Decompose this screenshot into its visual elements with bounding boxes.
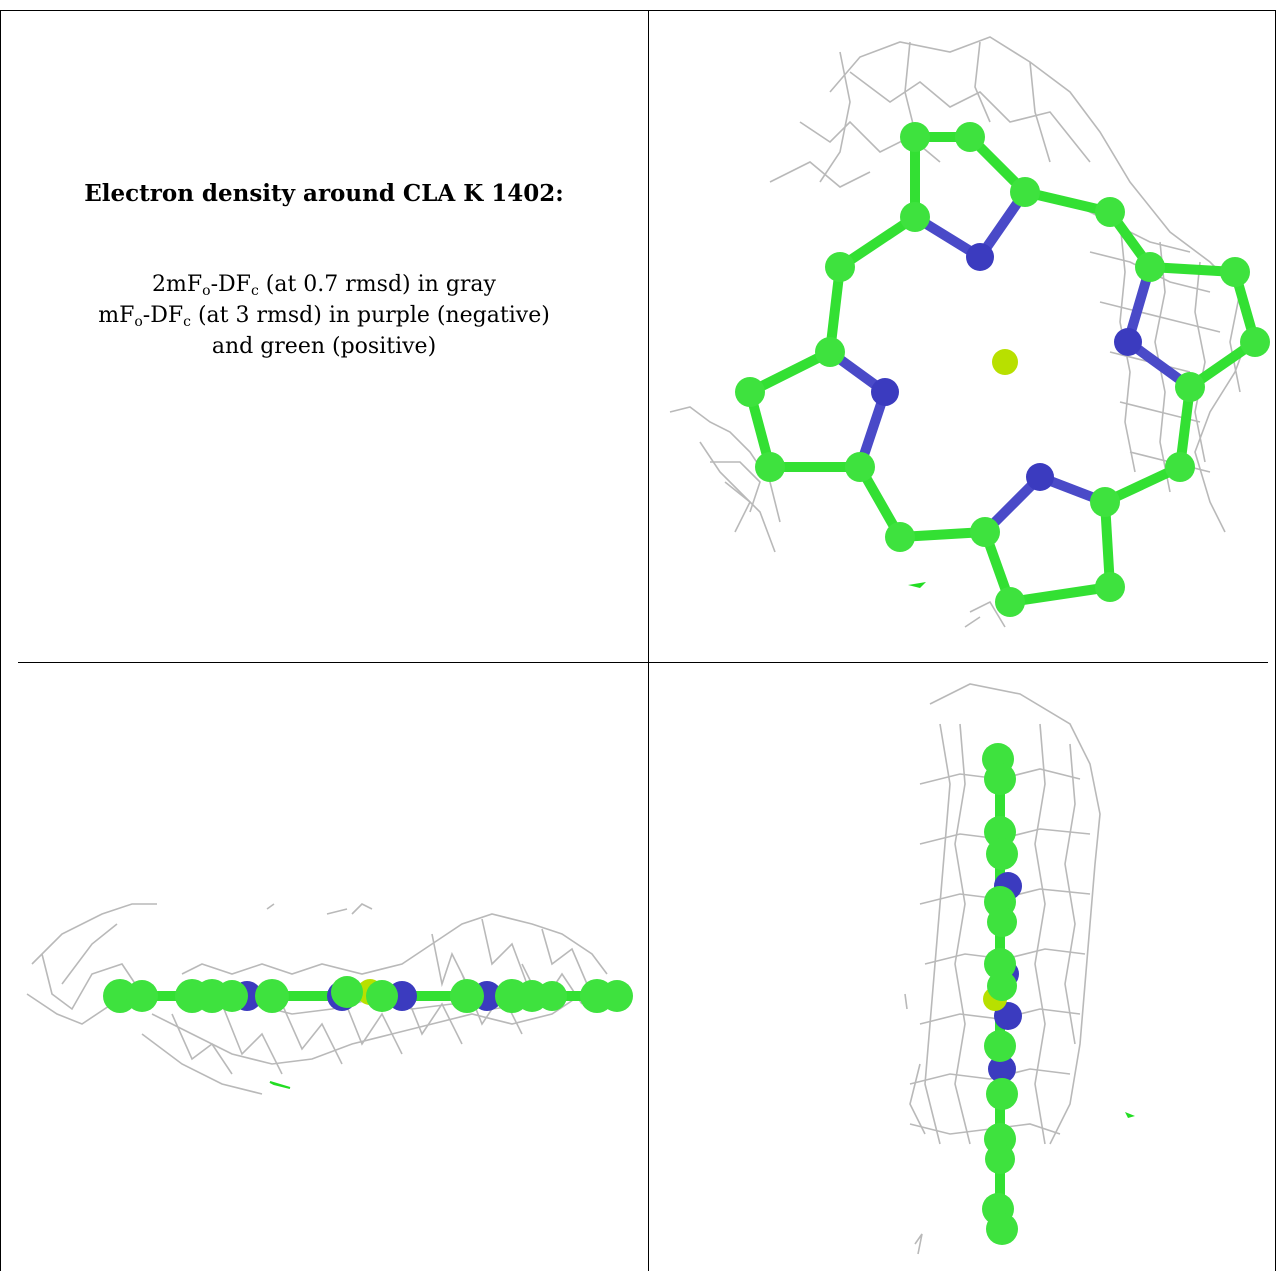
caption-cell: Electron density around CLA K 1402: 2mFo… bbox=[16, 180, 632, 362]
caption-title: Electron density around CLA K 1402: bbox=[84, 180, 564, 207]
map2-description: mFo-DFc (at 3 rmsd) in purple (negative) bbox=[98, 303, 550, 330]
table-center-border bbox=[648, 10, 649, 1271]
end-view-panel bbox=[904, 683, 1135, 1255]
top-view-panel bbox=[669, 36, 1270, 628]
density-mesh-top bbox=[669, 36, 1251, 628]
porphyrin-ring-end bbox=[982, 743, 1022, 1245]
table-left-border bbox=[0, 10, 1, 1271]
porphyrin-ring-side bbox=[103, 976, 633, 1013]
table-top-border bbox=[0, 10, 1276, 11]
table-middle-border bbox=[18, 662, 1268, 663]
map2-description-cont: and green (positive) bbox=[211, 334, 437, 359]
magnesium-atom bbox=[992, 349, 1018, 375]
map1-description: 2mFo-DFc (at 0.7 rmsd) in gray bbox=[152, 272, 496, 299]
porphyrin-ring-top bbox=[735, 122, 1270, 617]
side-view-panel bbox=[26, 903, 633, 1095]
positive-difference-blob bbox=[269, 1081, 291, 1089]
positive-difference-blob bbox=[1125, 1112, 1135, 1118]
positive-difference-blob bbox=[908, 582, 926, 588]
